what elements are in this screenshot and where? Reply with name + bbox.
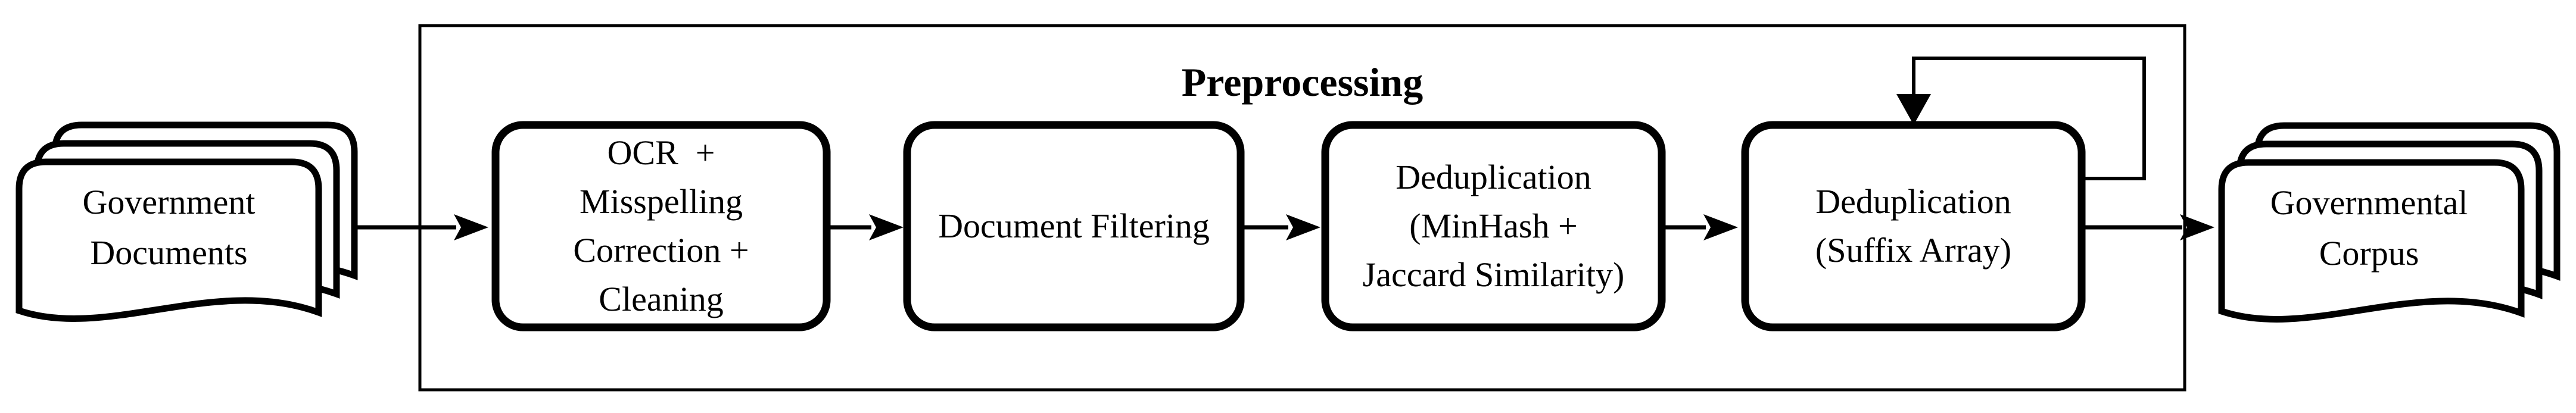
step1-line-4: Cleaning [599, 280, 724, 318]
step2-line-1: Document Filtering [938, 206, 1210, 245]
box-ocr-cleaning [491, 121, 831, 331]
step3-line-1: Deduplication [1396, 158, 1591, 196]
output-label-line-1: Governmental [2270, 183, 2468, 222]
step3-line-3: Jaccard Similarity) [1362, 255, 1625, 294]
step1-line-3: Correction + [573, 231, 749, 270]
arrow-suffix-to-output [2082, 214, 2214, 240]
arrow-ocr-to-filtering [828, 214, 904, 240]
step4-line-1: Deduplication [1815, 182, 2011, 221]
page-front [15, 158, 322, 322]
box-dedup-suffix-array-label: Deduplication (Suffix Array) [1745, 125, 2082, 327]
arrow-filtering-to-minhash [1241, 214, 1320, 240]
step3-line-2: (MinHash + [1409, 206, 1578, 245]
arrow-input-to-ocr [357, 214, 488, 240]
input-label-line-2: Documents [90, 233, 248, 272]
box-dedup-minhash-label: Deduplication (MinHash + Jaccard Similar… [1325, 125, 1662, 327]
output-documents-stack-icon [2218, 122, 2561, 323]
preprocessing-title: Preprocessing [1181, 59, 1424, 105]
flow-arrows [357, 214, 2214, 240]
step4-line-2: (Suffix Array) [1815, 231, 2012, 270]
output-documents-label: Governmental Corpus [2222, 157, 2516, 299]
process-boxes [491, 121, 2086, 331]
preprocessing-container-box [418, 24, 2186, 392]
input-documents-label: Government Documents [19, 156, 319, 299]
input-documents-stack-icon [15, 121, 358, 322]
step1-line-1: OCR + [607, 133, 715, 172]
arrow-minhash-to-suffix [1662, 214, 1738, 240]
input-label-line-1: Government [82, 183, 256, 221]
box-document-filtering-label: Document Filtering [907, 125, 1241, 327]
output-label-line-2: Corpus [2319, 234, 2419, 273]
box-ocr-cleaning-label: OCR + Misspelling Correction + Cleaning [496, 125, 827, 327]
page-front [2218, 159, 2525, 323]
suffix-array-self-loop-arrow [1896, 57, 2146, 180]
step1-line-2: Misspelling [580, 182, 743, 221]
